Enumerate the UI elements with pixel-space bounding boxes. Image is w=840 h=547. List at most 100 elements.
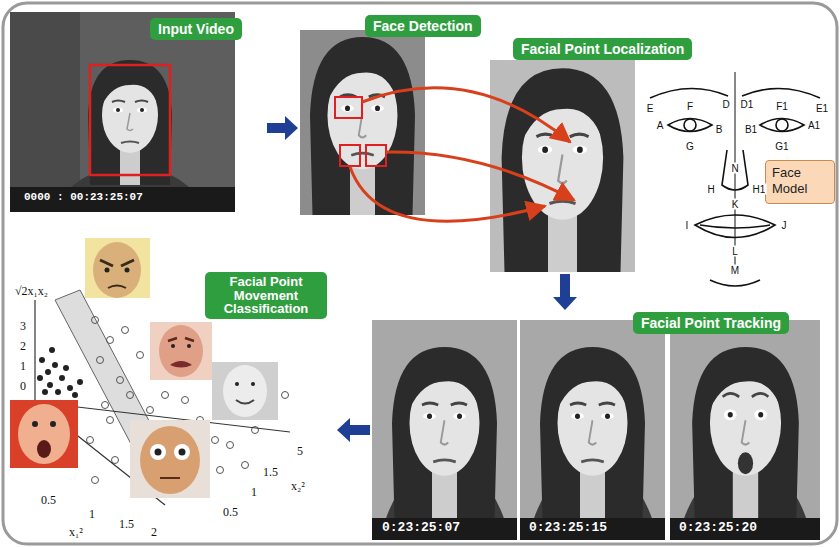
point-letter: D1 [740, 99, 755, 110]
expression-thumbnails [223, 365, 267, 417]
classification-plot [49, 347, 55, 353]
classification-plot [97, 357, 104, 364]
classification-plot [102, 402, 109, 409]
tracking-photos [692, 347, 799, 520]
classification-plot [127, 392, 134, 399]
point-letter: G1 [774, 141, 789, 152]
classification-plot [34, 300, 35, 402]
face-detection-stage: Face Detection [300, 15, 495, 215]
point-letter: N [730, 163, 739, 174]
expression-thumbnails [155, 449, 162, 456]
flow-arrow [553, 274, 577, 310]
point-letter: M [730, 265, 740, 276]
face-detection-photo [335, 97, 362, 118]
outer-frame [3, 3, 837, 544]
point-letter: H [706, 184, 715, 195]
classification-plot [147, 407, 154, 414]
point-letter: A [656, 120, 665, 131]
expression-thumbnails [140, 426, 200, 494]
classification-stage: Facial Point Movement Classification [10, 272, 335, 540]
expression-thumbnails [93, 242, 141, 298]
expression-thumbnails [150, 322, 212, 380]
flow-arrow [267, 116, 298, 140]
tick-label: 1 [88, 508, 96, 522]
timestamp: 0:23:25:20 [677, 521, 759, 536]
point-letter: K [731, 199, 740, 210]
tick-label: 3 [19, 320, 27, 334]
point-letter: B1 [744, 124, 758, 135]
red-arrows [350, 88, 574, 221]
expression-thumbnails [125, 268, 130, 273]
expression-thumbnails [174, 444, 190, 460]
expression-thumbnails [251, 382, 255, 386]
expression-thumbnails [108, 286, 126, 289]
classification-plot [45, 369, 51, 375]
classification-plot [37, 347, 83, 398]
face-model-box: Face Model [765, 160, 835, 204]
tracking-photos [372, 518, 517, 540]
flow-arrow [337, 418, 370, 442]
expression-thumbnails [85, 238, 150, 298]
classification-plot [92, 477, 99, 484]
tick-label: 5 [296, 445, 304, 459]
input-video-photo [10, 12, 235, 212]
classification-plot [122, 327, 129, 334]
tick-label: 0.5 [222, 506, 239, 520]
classification-plot [47, 382, 53, 388]
expression-thumbnails [168, 338, 194, 341]
classification-plot [52, 362, 58, 368]
point-letter: L [731, 246, 739, 257]
face-model-drawing [684, 119, 696, 131]
point-letter: I [685, 220, 690, 231]
tracking-photos [540, 347, 645, 520]
point-letter: H1 [752, 184, 767, 195]
expression-thumbnails [18, 404, 70, 464]
red-arrows [350, 167, 545, 221]
point-letter: J [781, 220, 788, 231]
classification-plot [37, 375, 43, 381]
classification-plot [39, 357, 45, 363]
red-arrows [362, 88, 570, 142]
timestamp: 0:23:25:15 [527, 521, 609, 536]
face-model-drawing [695, 215, 775, 238]
classification-plot [67, 385, 73, 391]
expression-thumbnails [212, 362, 278, 420]
stage-label: Facial Point Tracking [633, 312, 789, 334]
tick-label: 0 [19, 380, 27, 394]
point-letter: D [721, 99, 730, 110]
input-video-photo [10, 187, 235, 212]
face-model-drawing [710, 280, 760, 286]
tick-label: 1.5 [262, 466, 279, 480]
classification-plot [112, 457, 119, 464]
classification-plot [217, 467, 224, 474]
classification-plot [77, 379, 83, 385]
point-letter: F [686, 101, 694, 112]
classification-plot [59, 375, 65, 381]
face-model-drawing [668, 119, 712, 132]
tracking-photos [520, 518, 665, 540]
point-letter: E [646, 103, 655, 114]
classification-plot [212, 437, 219, 444]
face-model-drawing [650, 88, 728, 98]
classification-plot [92, 317, 99, 324]
timestamp: 0:23:25:07 [380, 521, 462, 536]
localization-photo [490, 60, 635, 272]
stage-label: Face Detection [365, 15, 481, 37]
expression-thumbnails [170, 361, 192, 368]
expression-thumbnails [187, 344, 191, 348]
expression-thumbnails [179, 449, 186, 456]
expression-thumbnails [235, 382, 239, 386]
classification-plot [87, 437, 94, 444]
classification-plot [137, 352, 144, 359]
expression-thumbnails [159, 325, 203, 377]
expression-thumbnails [130, 420, 210, 498]
axis-label: √2x₁x₂ [14, 285, 49, 299]
tracking-photos [670, 518, 820, 540]
expression-thumbnails [236, 400, 254, 404]
classification-plot [182, 397, 189, 404]
expression-thumbnails [37, 440, 51, 458]
classification-plot [282, 392, 289, 399]
